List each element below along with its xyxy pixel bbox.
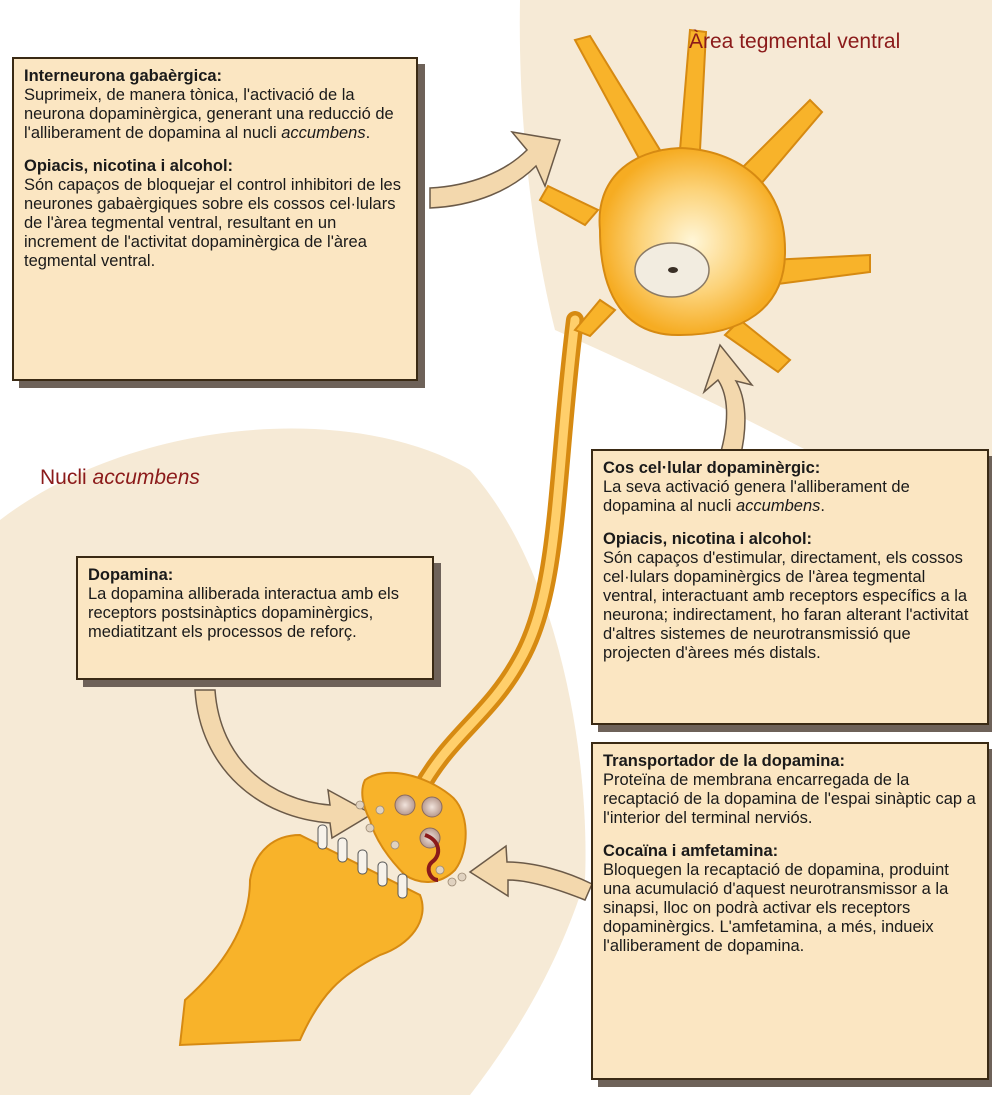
- dopamine-molecule: [448, 878, 456, 886]
- cell-body-heading: Cos cel·lular dopaminèrgic:: [603, 459, 977, 478]
- receptor: [398, 874, 407, 898]
- transporter-box: Transportador de la dopamina: Proteïna d…: [591, 742, 989, 1080]
- vesicle: [422, 797, 442, 817]
- accumbens-title: Nucli accumbens: [40, 466, 200, 490]
- dopamine-molecule: [436, 866, 444, 874]
- receptor: [338, 838, 347, 862]
- interneuron-heading: Interneurona gabaèrgica:: [24, 67, 406, 86]
- dopamine-molecule: [376, 806, 384, 814]
- cocaine-text: Bloquegen la recaptació de dopamina, pro…: [603, 861, 977, 956]
- dopamine-molecule: [391, 841, 399, 849]
- cell-body-text-italic: accumbens: [736, 497, 820, 515]
- cell-body-text: La seva activació genera l'alliberament …: [603, 478, 977, 516]
- opioids-heading-1: Opiacis, nicotina i alcohol:: [24, 157, 406, 176]
- opioids-heading-2: Opiacis, nicotina i alcohol:: [603, 530, 977, 549]
- opioids-text-2: Són capaços d'estimular, directament, el…: [603, 549, 977, 663]
- interneuron-text-end: .: [366, 124, 371, 142]
- interneuron-text-italic: accumbens: [281, 124, 365, 142]
- opioids-text-1: Són capaços de bloquejar el control inhi…: [24, 176, 406, 271]
- dopamine-heading: Dopamina:: [88, 566, 422, 585]
- cell-body-box: Cos cel·lular dopaminèrgic: La seva acti…: [591, 449, 989, 725]
- nucleolus: [668, 267, 678, 273]
- vesicle: [395, 795, 415, 815]
- vta-title: Àrea tegmental ventral: [689, 30, 900, 54]
- interneuron-text: Suprimeix, de manera tònica, l'activació…: [24, 86, 406, 143]
- cocaine-heading: Cocaïna i amfetamina:: [603, 842, 977, 861]
- dopamine-molecule: [458, 873, 466, 881]
- interneuron-box: Interneurona gabaèrgica: Suprimeix, de m…: [12, 57, 418, 381]
- dopamine-text: La dopamina alliberada interactua amb el…: [88, 585, 422, 642]
- dopamine-molecule: [356, 801, 364, 809]
- dopamine-box: Dopamina: La dopamina alliberada interac…: [76, 556, 434, 680]
- accumbens-title-italic: accumbens: [93, 466, 200, 489]
- transporter-text: Proteïna de membrana encarregada de la r…: [603, 771, 977, 828]
- receptor: [378, 862, 387, 886]
- accumbens-title-prefix: Nucli: [40, 466, 93, 489]
- receptor: [358, 850, 367, 874]
- transporter-heading: Transportador de la dopamina:: [603, 752, 977, 771]
- receptor: [318, 825, 327, 849]
- dopamine-molecule: [366, 824, 374, 832]
- cell-body-text-end: .: [820, 497, 825, 515]
